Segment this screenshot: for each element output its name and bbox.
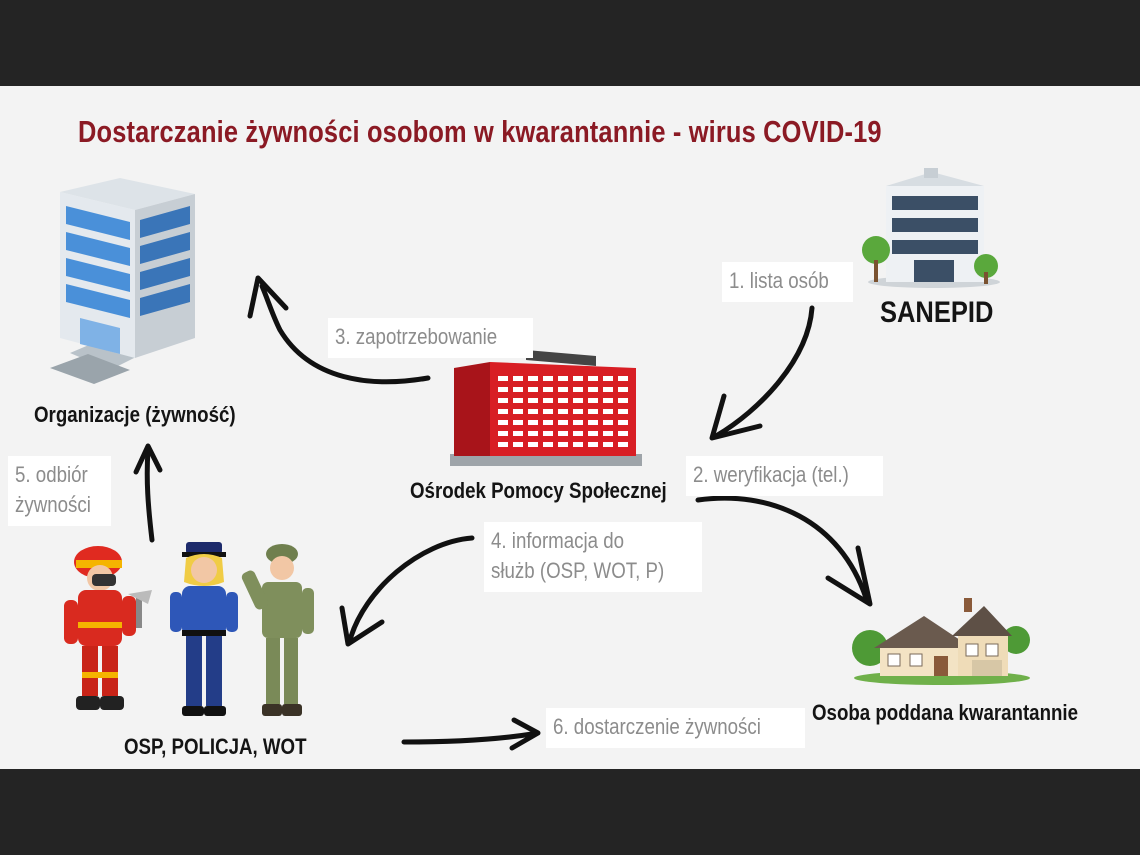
step-6-label: 6. dostarczenie żywności (546, 708, 805, 748)
step-2-label: 2. weryfikacja (tel.) (686, 456, 884, 496)
organizacje-label: Organizacje (żywność) (34, 402, 236, 427)
ops-label: Ośrodek Pomocy Społecznej (410, 478, 667, 503)
office-building-icon (50, 178, 195, 384)
soldier-figure (241, 544, 314, 716)
house-icon (852, 598, 1030, 685)
osoba-label: Osoba poddana kwarantannie (812, 700, 1079, 725)
firefighter-figure (64, 546, 152, 710)
step-3-label: 3. zapotrzebowanie (328, 318, 533, 358)
step-1-label: 1. lista osób (722, 262, 854, 302)
ops-building-icon (450, 350, 642, 466)
services-people-icon (64, 542, 314, 716)
sanepid-label: SANEPID (880, 296, 994, 329)
police-figure (170, 542, 238, 716)
sanepid-building-icon (862, 168, 1000, 288)
sluzby-label: OSP, POLICJA, WOT (124, 734, 307, 759)
page-title: Dostarczanie żywności osobom w kwarantan… (78, 114, 882, 149)
